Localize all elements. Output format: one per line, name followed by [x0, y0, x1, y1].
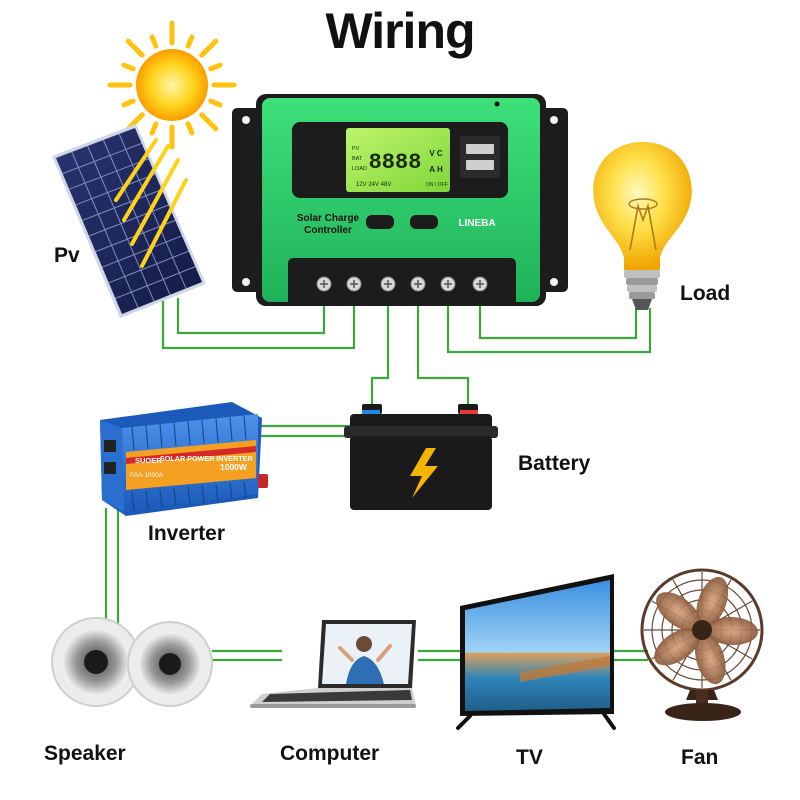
label-computer: Computer: [280, 742, 380, 765]
terminal-screw: [346, 276, 362, 292]
lcd-display: [346, 128, 450, 192]
label-battery: Battery: [518, 452, 591, 475]
label-tv: TV: [516, 746, 543, 769]
lcd-voltages: 12V 24V 48V: [356, 182, 391, 188]
controller-brand: LINEBA: [458, 218, 495, 229]
wire-pv-negative: [161, 290, 356, 350]
lcd-label-load: LOAD: [352, 166, 367, 172]
wire-pv-positive: [176, 290, 326, 335]
lcd-switch: ON / OFF: [426, 182, 448, 188]
inverter-banner: SOLAR POWER INVERTER: [160, 454, 253, 463]
wire-load-b: [478, 290, 638, 340]
wire-load-a: [446, 290, 652, 354]
page-title: Wiring: [325, 3, 475, 59]
lcd-units-bottom: A H: [429, 165, 443, 174]
wire-battery-positive: [370, 290, 390, 418]
controller-name-line2: Controller: [304, 225, 352, 236]
terminal-screw: [440, 276, 456, 292]
wires: [104, 290, 652, 662]
laptop-icon: [250, 620, 416, 708]
inverter-device: SUOER SOLAR POWER INVERTER FAA-1000A 100…: [100, 402, 268, 516]
terminal-screw: [316, 276, 332, 292]
terminal-screws: [316, 276, 488, 292]
controller-name-line1: Solar Charge: [297, 213, 360, 224]
charge-controller: [232, 94, 568, 306]
fan-blade: [696, 576, 729, 627]
fan-blade: [656, 592, 701, 631]
speaker-icon: [51, 617, 213, 707]
battery-icon: [344, 404, 498, 510]
lcd-label-pv: PV: [352, 146, 360, 152]
usb-ports-icon: [460, 136, 500, 178]
fan-icon: [640, 568, 764, 721]
inverter-rating: 1000W: [220, 462, 248, 472]
terminal-screw: [410, 276, 426, 292]
label-pv: Pv: [54, 244, 80, 267]
wire-battery-negative: [416, 290, 470, 418]
light-bulb-icon: [593, 142, 692, 310]
label-load: Load: [680, 282, 731, 305]
lcd-units-top: V C: [429, 149, 443, 158]
fan-blade: [654, 628, 701, 666]
sunlight-beams-icon: [114, 138, 188, 268]
controller-button-right[interactable]: [410, 215, 438, 229]
controller-button-left[interactable]: [366, 215, 394, 229]
fan-blade: [705, 617, 758, 646]
inverter-brand: SUOER: [135, 456, 162, 465]
solar-panel-icon: [52, 124, 206, 318]
label-speaker: Speaker: [44, 742, 126, 765]
terminal-screw: [472, 276, 488, 292]
lightning-bolt-icon: [410, 448, 438, 498]
terminal-screw: [380, 276, 396, 292]
sun-icon: [107, 20, 237, 150]
fan-blade: [695, 633, 726, 685]
label-fan: Fan: [681, 746, 719, 769]
label-inverter: Inverter: [148, 522, 226, 545]
tv-icon: [456, 574, 616, 730]
inverter-model: FAA-1000A: [130, 472, 164, 479]
lcd-digits: 8888: [369, 150, 422, 175]
lcd-label-bat: BAT: [352, 156, 363, 162]
